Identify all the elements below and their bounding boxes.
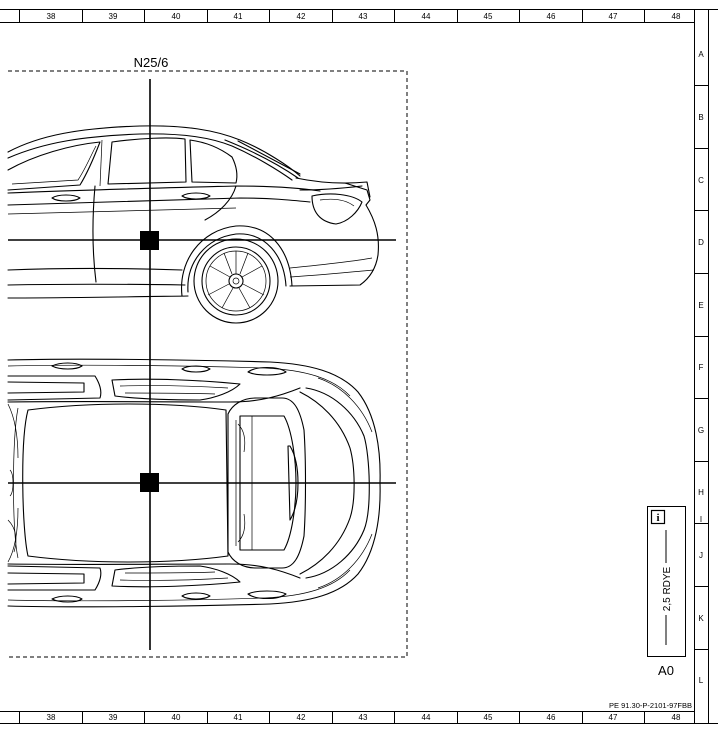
info-icon-glyph: i xyxy=(656,512,659,524)
row-label: F xyxy=(699,363,704,372)
column-label: 43 xyxy=(359,713,368,722)
column-label: 48 xyxy=(672,12,681,21)
connector-info-box[interactable]: i 2,5 RDYE xyxy=(647,506,686,657)
column-ruler-bottom: 38 39 40 41 42 43 44 45 46 47 48 xyxy=(19,712,681,723)
row-ruler-right: A B C D E F G H I J K L xyxy=(695,50,708,685)
car-side-view xyxy=(7,125,379,324)
row-label: D xyxy=(698,238,704,247)
row-label: B xyxy=(698,113,703,122)
drawing-frame xyxy=(0,9,718,724)
column-label: 40 xyxy=(172,713,181,722)
component-label: N25/6 xyxy=(134,55,169,70)
column-label: 46 xyxy=(547,713,556,722)
column-label: 38 xyxy=(47,12,56,21)
component-boundary xyxy=(8,70,408,658)
column-label: 46 xyxy=(547,12,556,21)
car-top-view xyxy=(7,358,381,608)
row-label: G xyxy=(698,426,704,435)
column-label: 40 xyxy=(172,12,181,21)
pin-label: A0 xyxy=(658,663,674,678)
column-label: 39 xyxy=(109,12,118,21)
row-label: H xyxy=(698,488,704,497)
info-icon[interactable]: i xyxy=(650,509,666,525)
row-label: K xyxy=(698,614,704,623)
column-label: 42 xyxy=(297,713,306,722)
column-label: 44 xyxy=(422,713,431,722)
column-label: 38 xyxy=(47,713,56,722)
component-n25-6[interactable]: N25/6 xyxy=(8,55,408,658)
column-label: 41 xyxy=(234,713,243,722)
column-label: 45 xyxy=(484,713,493,722)
wire-label: 2,5 RDYE xyxy=(662,566,673,611)
row-label: C xyxy=(698,176,704,185)
column-label: 39 xyxy=(109,713,118,722)
row-label: L xyxy=(699,676,704,685)
document-id: PE 91.30-P-2101-97FBB xyxy=(609,701,692,710)
column-label: 44 xyxy=(422,12,431,21)
row-label: E xyxy=(698,301,703,310)
column-label: 41 xyxy=(234,12,243,21)
row-label: A xyxy=(698,50,704,59)
column-label: 48 xyxy=(672,713,681,722)
row-label: I xyxy=(700,515,702,524)
component-location-marker-top xyxy=(140,473,159,492)
column-label: 43 xyxy=(359,12,368,21)
component-location-marker-side xyxy=(140,231,159,250)
column-label: 47 xyxy=(609,713,618,722)
column-label: 45 xyxy=(484,12,493,21)
column-ruler-top: 38 39 40 41 42 43 44 45 46 47 48 xyxy=(19,10,681,22)
column-label: 42 xyxy=(297,12,306,21)
row-label: J xyxy=(699,551,703,560)
column-label: 47 xyxy=(609,12,618,21)
